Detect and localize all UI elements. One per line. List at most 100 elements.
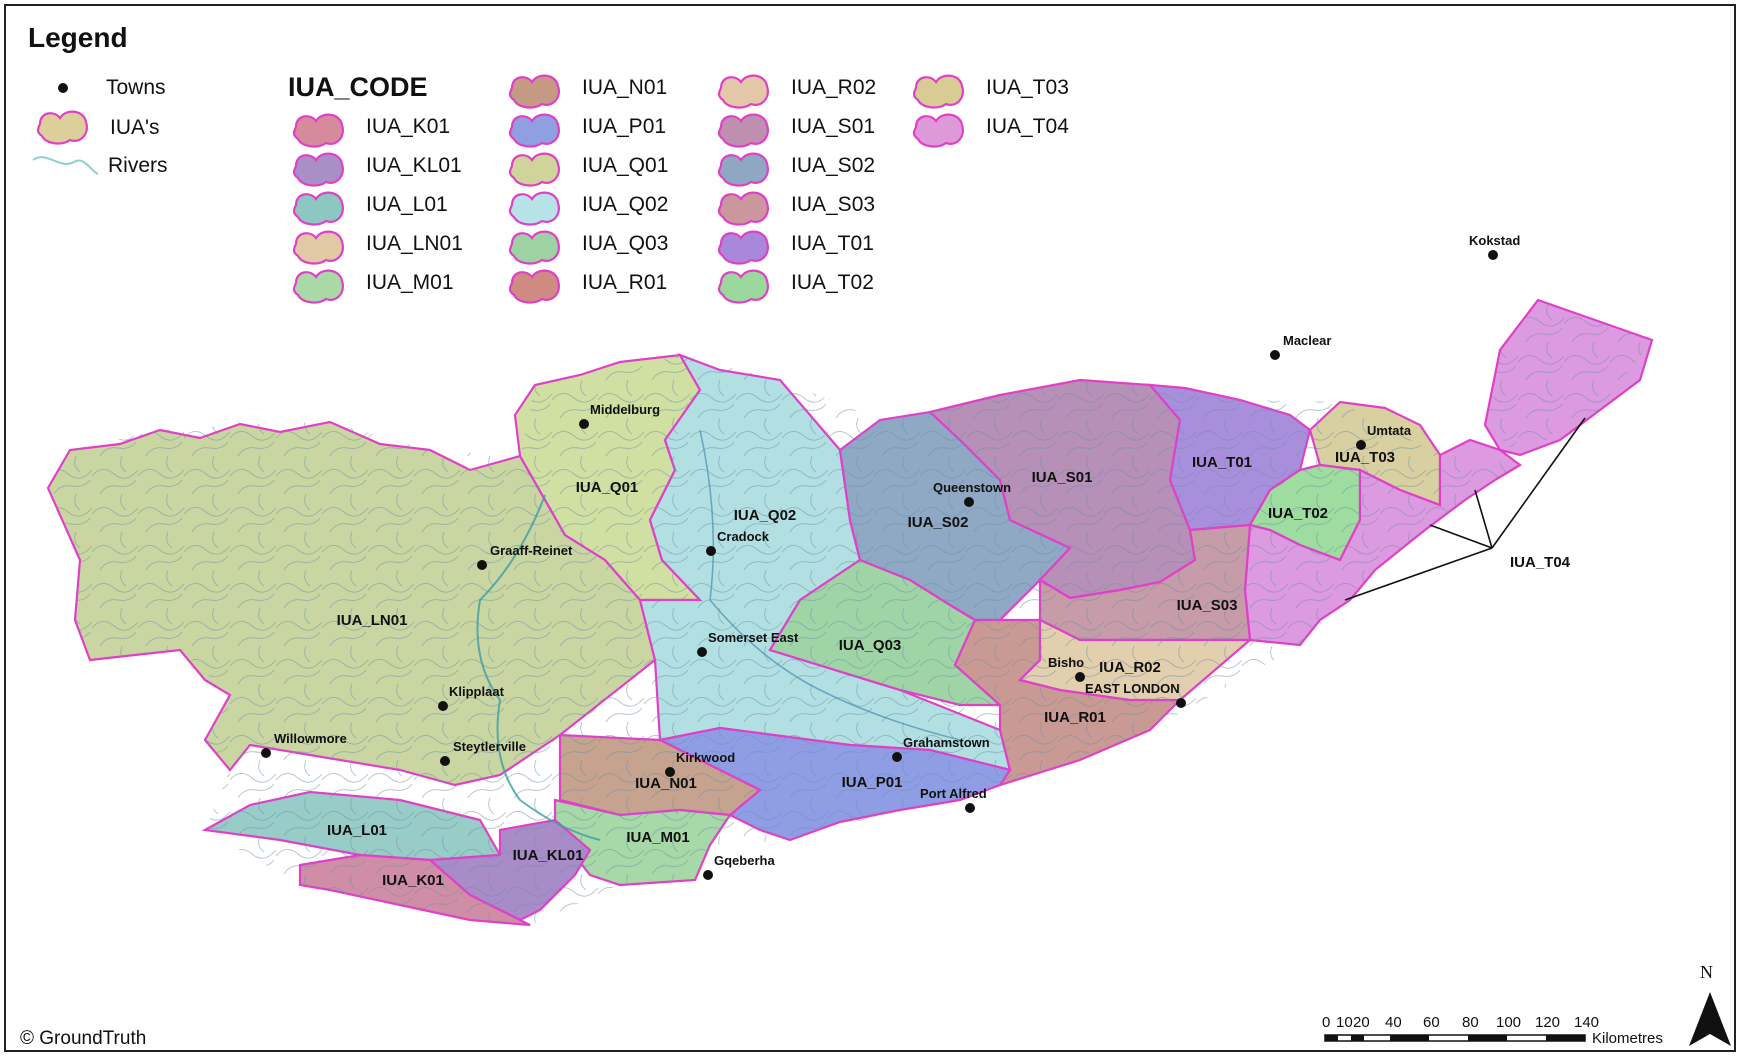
town-dot-icon[interactable] <box>892 752 902 762</box>
region-label-iua-t01: IUA_T01 <box>1192 454 1252 471</box>
legend-swatch-iua-t04-icon <box>912 113 964 148</box>
town-dot-icon[interactable] <box>1270 350 1280 360</box>
region-label-iua-q02: IUA_Q02 <box>734 507 797 524</box>
town-label-queenstown: Queenstown <box>933 480 1011 495</box>
scale-tick-40: 40 <box>1385 1014 1402 1031</box>
legend-label-iua-t04: IUA_T04 <box>986 115 1069 138</box>
legend-town-dot-icon <box>58 83 68 93</box>
region-label-iua-kl01: IUA_KL01 <box>513 847 584 864</box>
legend-label-iua-q01: IUA_Q01 <box>582 154 669 177</box>
river-network <box>48 300 1652 925</box>
region-labels: IUA_Q01IUA_Q02IUA_LN01IUA_Q03IUA_S02IUA_… <box>327 449 1571 889</box>
region-label-iua-r01: IUA_R01 <box>1044 709 1106 726</box>
legend-swatch-iua-t03-icon <box>912 74 964 109</box>
town-label-maclear: Maclear <box>1283 333 1331 348</box>
legend-label-iua-ln01: IUA_LN01 <box>366 232 463 255</box>
north-arrow-icon <box>1689 992 1731 1046</box>
town-label-somerset-east: Somerset East <box>708 630 799 645</box>
region-label-iua-p01: IUA_P01 <box>842 774 903 791</box>
scale-tick-100: 100 <box>1496 1014 1522 1031</box>
town-dot-icon[interactable] <box>579 419 589 429</box>
scale-tick-80: 80 <box>1462 1014 1479 1031</box>
legend-swatch-iua-ln01-icon <box>292 230 344 265</box>
legend-swatch-iua-k01-icon <box>292 113 344 148</box>
scale-tick-60: 60 <box>1423 1014 1440 1031</box>
legend-symbols <box>32 74 964 304</box>
town-label-willowmore: Willowmore <box>274 731 347 746</box>
legend-label-iua-r02: IUA_R02 <box>791 76 877 99</box>
legend-towns-label: Towns <box>106 76 166 99</box>
region-label-iua-t03: IUA_T03 <box>1335 449 1395 466</box>
north-label: N <box>1700 962 1713 982</box>
legend-label-iua-s03: IUA_S03 <box>791 193 876 216</box>
town-dot-icon[interactable] <box>665 767 675 777</box>
scale-tick-10: 10 <box>1336 1014 1353 1031</box>
scale-tick-0: 0 <box>1322 1014 1331 1031</box>
region-label-iua-l01: IUA_L01 <box>327 822 387 839</box>
credit-text: © GroundTruth <box>20 1028 147 1049</box>
legend-swatch-iua-s03-icon <box>717 191 769 226</box>
legend-label-iua-kl01: IUA_KL01 <box>366 154 462 177</box>
region-label-iua-t02: IUA_T02 <box>1268 505 1328 522</box>
region-label-iua-s03: IUA_S03 <box>1177 597 1238 614</box>
scale-tick-120: 120 <box>1535 1014 1561 1031</box>
legend-swatch-iua-q02-icon <box>508 191 560 226</box>
legend-label-iua-t03: IUA_T03 <box>986 76 1069 99</box>
legend-swatch-iua-s01-icon <box>717 113 769 148</box>
legend-label-iua-t02: IUA_T02 <box>791 271 874 294</box>
legend-swatch-iua-t02-icon <box>717 269 769 304</box>
legend-swatch-iua-r02-icon <box>717 74 769 109</box>
legend-swatch-iua-t01-icon <box>717 230 769 265</box>
town-label-graaff-reinet: Graaff-Reinet <box>490 543 573 558</box>
legend-label-iua-n01: IUA_N01 <box>582 76 668 99</box>
region-label-iua-r02: IUA_R02 <box>1099 659 1161 676</box>
iua-t04-leader-lines <box>1344 417 1586 601</box>
region-label-iua-ln01: IUA_LN01 <box>337 612 408 629</box>
town-label-gqeberha: Gqeberha <box>714 853 775 868</box>
town-dot-icon[interactable] <box>703 870 713 880</box>
town-label-steytlerville: Steytlerville <box>453 739 526 754</box>
legend-swatch-iua-p01-icon <box>508 113 560 148</box>
town-dot-icon[interactable] <box>964 497 974 507</box>
town-dot-icon[interactable] <box>477 560 487 570</box>
region-label-iua-k01: IUA_K01 <box>382 872 444 889</box>
legend-label-iua-q02: IUA_Q02 <box>582 193 669 216</box>
legend-rivers-label: Rivers <box>108 154 168 177</box>
legend-swatch-iua-q01-icon <box>508 152 560 187</box>
town-dot-icon[interactable] <box>697 647 707 657</box>
legend-swatch-iua-r01-icon <box>508 269 560 304</box>
region-label-iua-q03: IUA_Q03 <box>839 637 902 654</box>
town-label-east-london: EAST LONDON <box>1085 681 1180 696</box>
town-dot-icon[interactable] <box>1075 672 1085 682</box>
town-label-kokstad: Kokstad <box>1469 233 1520 248</box>
region-label-iua-q01: IUA_Q01 <box>576 479 639 496</box>
town-dot-icon[interactable] <box>440 756 450 766</box>
legend-label-iua-p01: IUA_P01 <box>582 115 667 138</box>
legend-iuas-label: IUA's <box>110 116 160 139</box>
region-label-iua-s01: IUA_S01 <box>1032 469 1093 486</box>
legend-label-iua-l01: IUA_L01 <box>366 193 448 216</box>
town-dot-icon[interactable] <box>1356 440 1366 450</box>
region-label-iua-m01: IUA_M01 <box>626 829 689 846</box>
town-label-klipplaat: Klipplaat <box>449 684 505 699</box>
legend-label-iua-s02: IUA_S02 <box>791 154 876 177</box>
town-dot-icon[interactable] <box>1176 698 1186 708</box>
legend-label-iua-r01: IUA_R01 <box>582 271 668 294</box>
town-dot-icon[interactable] <box>706 546 716 556</box>
legend-swatch-iua-l01-icon <box>292 191 344 226</box>
legend-swatch-iua-kl01-icon <box>292 152 344 187</box>
legend-label-iua-s01: IUA_S01 <box>791 115 876 138</box>
legend-label-iua-k01: IUA_K01 <box>366 115 451 138</box>
legend-swatch-iua-s02-icon <box>717 152 769 187</box>
towns: KokstadMaclearUmtataMiddelburgQueenstown… <box>261 233 1520 880</box>
scale-tick-20: 20 <box>1353 1014 1370 1031</box>
town-dot-icon[interactable] <box>438 701 448 711</box>
scale-bar <box>1324 1034 1586 1042</box>
iua-code-title: IUA_CODE <box>288 72 428 102</box>
town-dot-icon[interactable] <box>965 803 975 813</box>
town-dot-icon[interactable] <box>261 748 271 758</box>
legend-swatch-iua-m01-icon <box>292 269 344 304</box>
town-label-umtata: Umtata <box>1367 423 1412 438</box>
town-label-grahamstown: Grahamstown <box>903 735 990 750</box>
town-dot-icon[interactable] <box>1488 250 1498 260</box>
